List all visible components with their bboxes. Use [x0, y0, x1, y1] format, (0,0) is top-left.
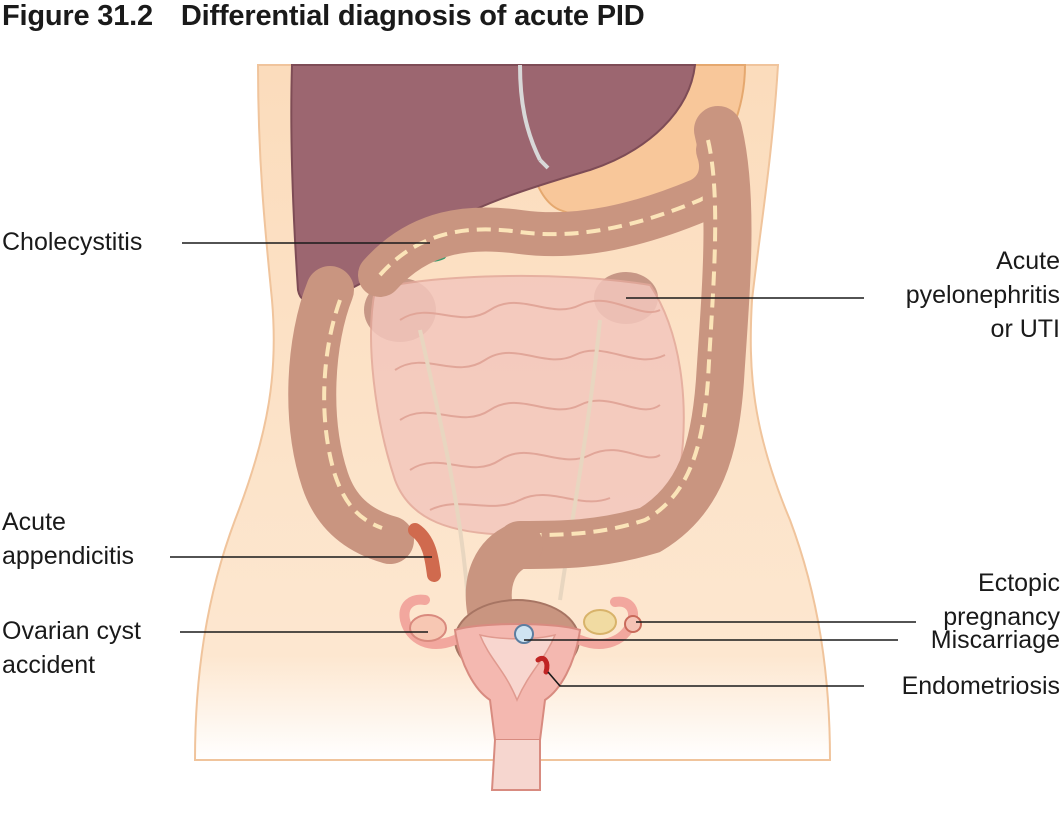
figure-number: Figure 31.2	[2, 0, 153, 32]
leader-endometriosis	[547, 671, 864, 687]
descending-colon	[496, 106, 752, 569]
label-miscarriage: Miscarriage	[930, 626, 1060, 654]
endometriosis-site	[535, 655, 550, 675]
ascending-colon	[288, 266, 414, 564]
ectopic-site	[624, 615, 642, 633]
left-fallopian-tube	[399, 594, 460, 649]
left-ovary	[409, 614, 447, 642]
label-cholecystitis: Cholecystitis	[2, 228, 143, 256]
vagina	[490, 739, 541, 791]
figure-title: Figure 31.2 Differential diagnosis of acu…	[2, 0, 645, 33]
label-ectopic: Ectopic pregnancy	[943, 569, 1060, 631]
rectum	[465, 522, 543, 633]
miscarriage-site	[514, 624, 534, 644]
appendix	[408, 523, 441, 582]
label-ovarian-cyst: Ovarian cyst accident	[2, 617, 141, 679]
label-appendicitis: Acute appendicitis	[2, 508, 135, 570]
label-pyelonephritis: Acute pyelonephritis or UTI	[905, 247, 1060, 343]
label-endometriosis: Endometriosis	[901, 672, 1060, 700]
right-ovary	[583, 609, 617, 635]
figure-title-text: Differential diagnosis of acute PID	[180, 0, 645, 32]
